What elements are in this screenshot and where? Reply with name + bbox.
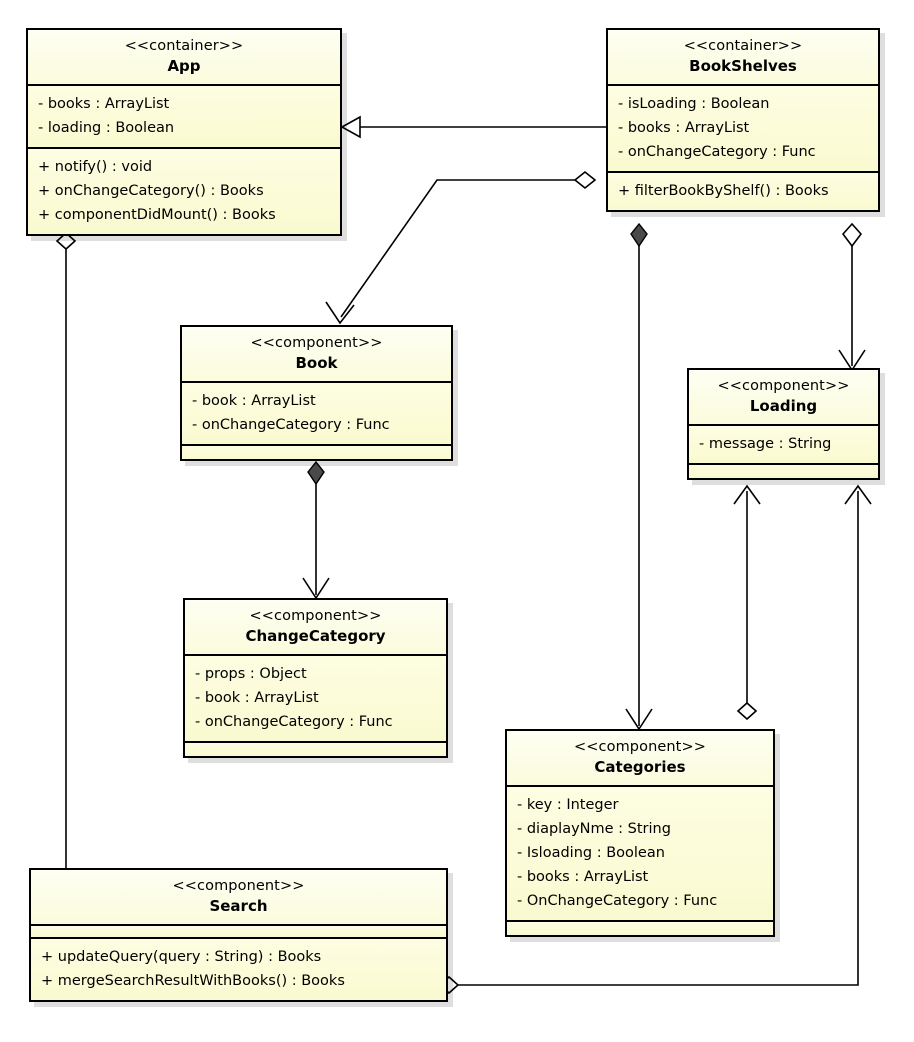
edge-bookshelves-to-categories-composition xyxy=(625,222,653,731)
uml-attribute: - books : ArrayList xyxy=(618,120,750,136)
uml-class-book-header: <<component>> Book xyxy=(182,327,451,383)
uml-attribute: - onChangeCategory : Func xyxy=(618,144,816,160)
uml-attribute: - key : Integer xyxy=(517,797,619,813)
uml-class-changecategory-header: <<component>> ChangeCategory xyxy=(185,600,446,656)
uml-method: + notify() : void xyxy=(38,159,153,175)
edge-bookshelves-to-book-aggregation xyxy=(325,170,597,325)
uml-class-app-name: App xyxy=(167,57,201,75)
uml-attribute: - Isloading : Boolean xyxy=(517,845,665,861)
uml-method: + filterBookByShelf() : Books xyxy=(618,183,829,199)
edge-bookshelves-to-loading-aggregation xyxy=(838,222,866,372)
uml-class-categories-name: Categories xyxy=(594,758,686,776)
uml-method: + updateQuery(query : String) : Books xyxy=(41,949,322,965)
uml-class-categories-stereotype: <<component>> xyxy=(574,739,706,755)
uml-class-loading-name: Loading xyxy=(749,397,818,415)
uml-attribute: - isLoading : Boolean xyxy=(618,96,770,112)
uml-method: + componentDidMount() : Books xyxy=(38,207,276,223)
uml-class-app-stereotype: <<container>> xyxy=(124,38,244,54)
uml-method: + onChangeCategory() : Books xyxy=(38,183,264,199)
uml-class-app-header: <<container>> App xyxy=(28,30,340,86)
uml-class-search-attributes-empty xyxy=(31,926,446,939)
uml-class-search-header: <<component>> Search xyxy=(31,870,446,926)
uml-class-bookshelves-methods: + filterBookByShelf() : Books xyxy=(608,173,878,210)
uml-class-search-methods: + updateQuery(query : String) : Books + … xyxy=(31,939,446,1000)
uml-attribute: - message : String xyxy=(699,436,832,452)
uml-class-categories[interactable]: <<component>> Categories - key : Integer… xyxy=(505,729,775,937)
uml-class-loading-attributes: - message : String xyxy=(689,426,878,465)
uml-attribute: - book : ArrayList xyxy=(192,393,316,409)
uml-class-changecategory-stereotype: <<component>> xyxy=(249,608,382,624)
uml-class-app[interactable]: <<container>> App - books : ArrayList - … xyxy=(26,28,342,236)
uml-class-app-methods: + notify() : void + onChangeCategory() :… xyxy=(28,149,340,234)
uml-class-bookshelves[interactable]: <<container>> BookShelves - isLoading : … xyxy=(606,28,880,212)
uml-class-search-name: Search xyxy=(209,897,268,915)
uml-class-changecategory-methods-empty xyxy=(185,743,446,756)
uml-attribute: - books : ArrayList xyxy=(517,869,649,885)
uml-class-loading-stereotype: <<component>> xyxy=(717,378,850,394)
uml-class-book-name: Book xyxy=(295,354,338,372)
edge-categories-to-loading-aggregation xyxy=(733,484,761,721)
uml-class-search-stereotype: <<component>> xyxy=(172,878,305,894)
uml-class-categories-header: <<component>> Categories xyxy=(507,731,773,787)
uml-class-book[interactable]: <<component>> Book - book : ArrayList - … xyxy=(180,325,453,461)
uml-class-book-stereotype: <<component>> xyxy=(250,335,383,351)
uml-class-changecategory-name: ChangeCategory xyxy=(245,627,386,645)
uml-class-book-methods-empty xyxy=(182,446,451,459)
uml-class-book-attributes: - book : ArrayList - onChangeCategory : … xyxy=(182,383,451,446)
uml-class-app-attributes: - books : ArrayList - loading : Boolean xyxy=(28,86,340,149)
uml-attribute: - onChangeCategory : Func xyxy=(192,417,390,433)
edge-bookshelves-to-app-generalization xyxy=(340,115,606,139)
uml-class-changecategory[interactable]: <<component>> ChangeCategory - props : O… xyxy=(183,598,448,758)
uml-attribute: - onChangeCategory : Func xyxy=(195,714,393,730)
uml-class-bookshelves-header: <<container>> BookShelves xyxy=(608,30,878,86)
uml-attribute: - props : Object xyxy=(195,666,307,682)
uml-attribute: - books : ArrayList xyxy=(38,96,170,112)
uml-class-bookshelves-name: BookShelves xyxy=(689,57,797,75)
uml-attribute: - book : ArrayList xyxy=(195,690,319,706)
uml-class-loading-methods-empty xyxy=(689,465,878,478)
uml-class-categories-attributes: - key : Integer - diaplayNme : String - … xyxy=(507,787,773,922)
uml-class-loading-header: <<component>> Loading xyxy=(689,370,878,426)
uml-class-loading[interactable]: <<component>> Loading - message : String xyxy=(687,368,880,480)
uml-class-search[interactable]: <<component>> Search + updateQuery(query… xyxy=(29,868,448,1002)
uml-attribute: - OnChangeCategory : Func xyxy=(517,893,718,909)
uml-class-categories-methods-empty xyxy=(507,922,773,935)
uml-method: + mergeSearchResultWithBooks() : Books xyxy=(41,973,345,989)
uml-class-changecategory-attributes: - props : Object - book : ArrayList - on… xyxy=(185,656,446,743)
uml-attribute: - loading : Boolean xyxy=(38,120,175,136)
edge-book-to-changecategory-composition xyxy=(302,460,330,600)
uml-attribute: - diaplayNme : String xyxy=(517,821,671,837)
uml-class-bookshelves-stereotype: <<container>> xyxy=(683,38,803,54)
uml-class-bookshelves-attributes: - isLoading : Boolean - books : ArrayLis… xyxy=(608,86,878,173)
edge-app-to-search-aggregation xyxy=(55,231,77,868)
